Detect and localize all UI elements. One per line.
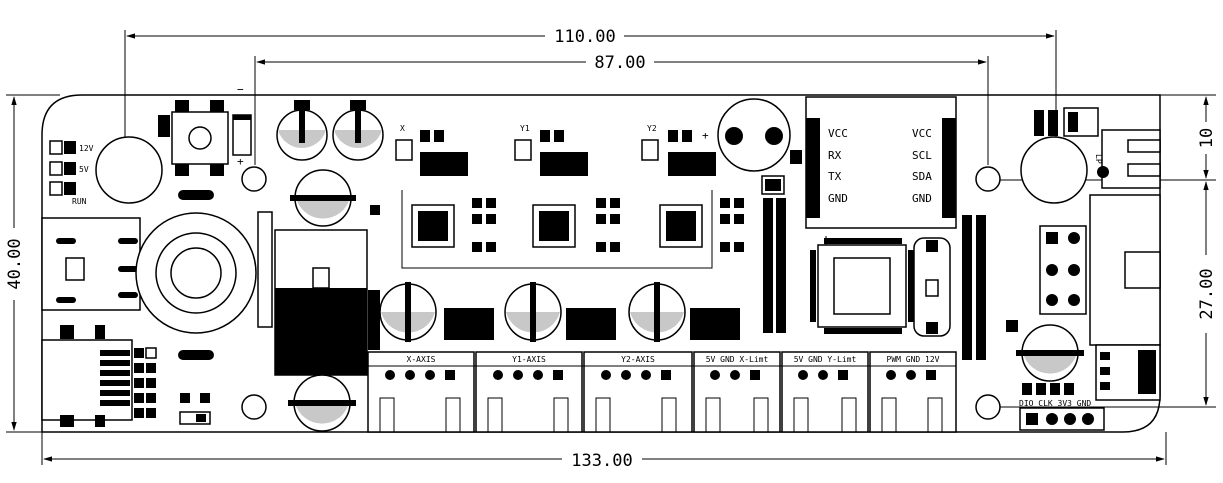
module-scl: SCL — [912, 149, 932, 162]
axis-sensors: X Y1 Y2 — [395, 124, 716, 176]
module-gnd-right: GND — [912, 192, 932, 205]
module-vcc-right: VCC — [912, 127, 932, 140]
label-dio: DIO CLK 3V3 GND — [1019, 399, 1091, 408]
label-y-limit: 5V GND Y-Limt — [794, 355, 857, 364]
board-outline — [41, 94, 1161, 433]
connector-row: X-AXIS Y1-AXIS Y2-AXIS 5V GND X-Limt 5V … — [367, 351, 957, 433]
dimension-lines: 110.00 87.00 133.00 40.00 10 27.00 — [5, 27, 1217, 471]
label-x-axis: X-AXIS — [407, 355, 436, 364]
rj45-connector — [41, 217, 141, 311]
mounting-holes — [95, 136, 1088, 420]
label-x: X — [400, 124, 405, 133]
module-tx: TX — [828, 170, 842, 183]
label-y1-axis: Y1-AXIS — [512, 355, 546, 364]
label-cap-plus: + — [702, 129, 709, 142]
right-area: LP DIO CLK 3V3 GND — [1006, 107, 1161, 431]
label-minus: − — [237, 83, 244, 96]
label-run: RUN — [72, 197, 87, 206]
left-resistor-array — [134, 347, 211, 425]
status-leds: 12V 5V RUN — [49, 140, 94, 206]
header-columns — [761, 150, 986, 360]
dim-left: 40.00 — [5, 238, 25, 289]
dim-right-top: 10 — [1197, 128, 1217, 148]
wifi-module: VCC RX TX GND VCC SCL SDA GND — [805, 96, 957, 229]
label-pwm: PWM GND 12V — [887, 355, 940, 364]
usb-connector — [41, 325, 133, 427]
reset-button — [158, 100, 229, 176]
top-capacitor: + — [702, 98, 791, 172]
module-rx: RX — [828, 149, 842, 162]
diode-top: − + — [232, 83, 252, 168]
label-y2: Y2 — [647, 124, 657, 133]
label-plus: + — [237, 155, 244, 168]
mcu-chip — [810, 236, 914, 334]
label-12v: 12V — [79, 144, 94, 153]
driver-capacitors — [379, 282, 740, 342]
label-5v: 5V — [79, 165, 89, 174]
dim-bottom: 133.00 — [571, 451, 632, 471]
driver-section — [401, 190, 744, 269]
power-area — [257, 100, 384, 432]
label-lp: LP — [1094, 154, 1103, 164]
module-vcc-left: VCC — [828, 127, 848, 140]
module-gnd-left: GND — [828, 192, 848, 205]
dim-right-main: 27.00 — [1197, 268, 1217, 319]
dim-top-outer: 110.00 — [554, 27, 615, 47]
crystal — [913, 237, 951, 337]
label-y1: Y1 — [520, 124, 530, 133]
buzzer — [135, 190, 257, 360]
label-x-limit: 5V GND X-Limt — [706, 355, 769, 364]
dim-top-inner: 87.00 — [594, 53, 645, 73]
module-sda: SDA — [912, 170, 932, 183]
label-y2-axis: Y2-AXIS — [621, 355, 655, 364]
